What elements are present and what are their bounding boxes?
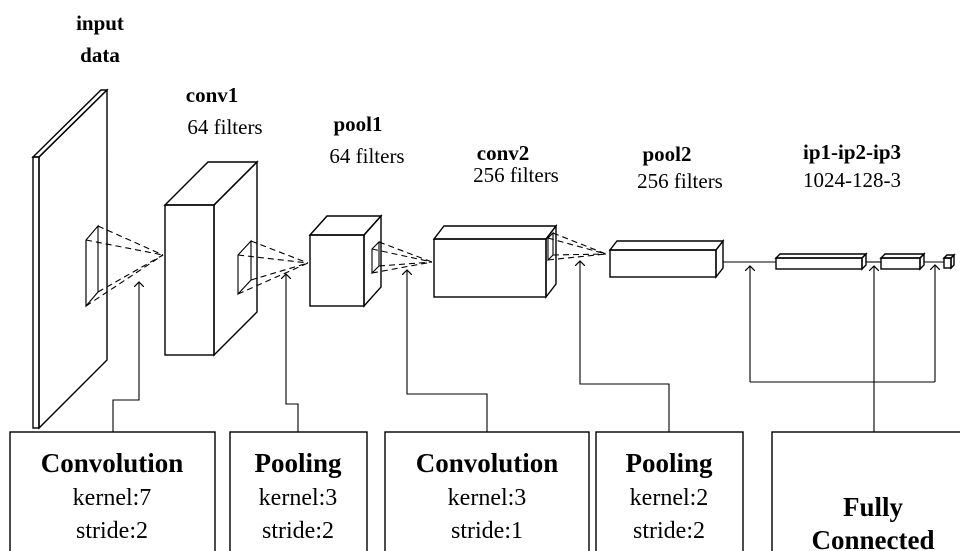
input-to-conv1-projection (85, 225, 164, 307)
pool2-detail: 256 filters (637, 169, 723, 193)
box-pooling-2-kernel: kernel:2 (630, 485, 709, 511)
conv1-to-pool1-projection (237, 240, 309, 295)
pool1-detail: 64 filters (329, 144, 404, 168)
box-fully-connected-line1: Fully (843, 492, 904, 522)
ip-detail: 1024-128-3 (803, 168, 901, 192)
box-convolution-1: Convolution kernel:7 stride:2 (9, 431, 216, 551)
conv2-to-pool2-projection (547, 232, 607, 261)
box-pooling-1-stride: stride:2 (262, 518, 334, 544)
arrow-pooling-1 (286, 274, 299, 432)
box-convolution-2: Convolution kernel:3 stride:1 (384, 431, 590, 551)
conv2-detail: 256 filters (473, 163, 559, 187)
box-convolution-1-kernel: kernel:7 (73, 485, 152, 511)
conv1-detail: 64 filters (187, 115, 262, 139)
box-pooling-1-title: Pooling (254, 448, 342, 478)
conv1-name: conv1 (186, 83, 239, 107)
box-pooling-2: Pooling kernel:2 stride:2 (595, 431, 744, 551)
arrow-fully-connected (750, 265, 935, 432)
box-pooling-1-kernel: kernel:3 (259, 485, 338, 511)
pool1-name: pool1 (333, 112, 382, 136)
ip1-block (774, 252, 868, 271)
input-data-slab (31, 88, 109, 430)
arrow-convolution-1 (112, 282, 139, 432)
box-fully-connected-line2: Connected (812, 525, 935, 551)
ip2-block (879, 252, 926, 271)
conv1-block (163, 160, 259, 357)
box-convolution-2-kernel: kernel:3 (448, 485, 527, 511)
ip-name: ip1-ip2-ip3 (803, 140, 901, 164)
box-convolution-2-title: Convolution (416, 448, 559, 478)
arrow-pooling-2 (580, 261, 670, 432)
box-pooling-1: Pooling kernel:3 stride:2 (229, 431, 368, 551)
box-convolution-1-stride: stride:2 (76, 518, 148, 544)
box-fully-connected: Fully Connected (771, 431, 960, 551)
box-convolution-2-stride: stride:1 (451, 518, 523, 544)
box-pooling-2-stride: stride:2 (633, 518, 705, 544)
arrow-convolution-2 (407, 270, 488, 432)
pool2-block (608, 238, 725, 280)
pool2-name: pool2 (642, 142, 691, 166)
pool1-to-conv2-projection (371, 241, 433, 274)
box-convolution-1-title: Convolution (41, 448, 184, 478)
input-label-line2: data (80, 43, 120, 67)
ip3-block (942, 253, 956, 270)
conv2-name: conv2 (477, 141, 530, 165)
input-label-line1: input (76, 11, 124, 35)
pool1-block (308, 214, 383, 308)
box-pooling-2-title: Pooling (625, 448, 713, 478)
conv2-block (432, 223, 558, 300)
